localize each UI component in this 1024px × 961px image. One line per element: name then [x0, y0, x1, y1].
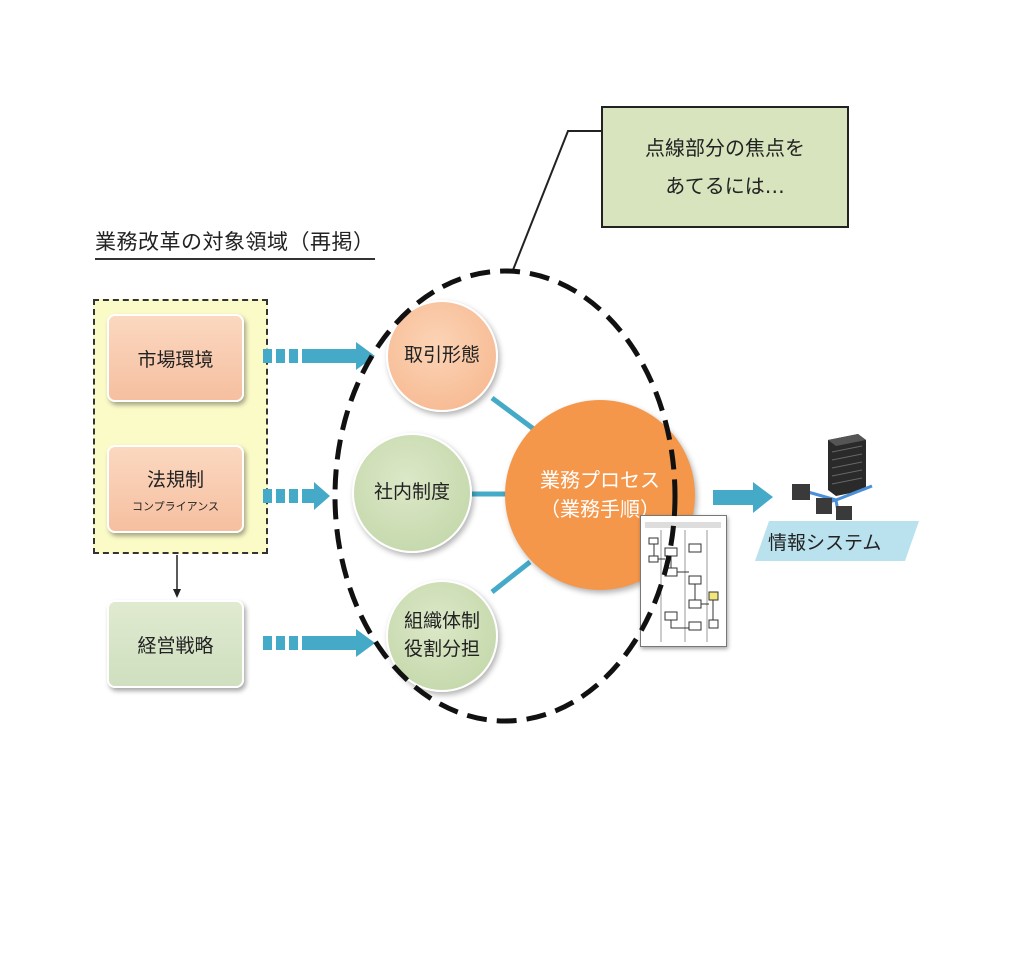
arrow-regulation: [263, 482, 330, 510]
organization-circle: 組織体制 役割分担: [386, 580, 498, 692]
system-label-band: [755, 521, 919, 561]
spoke-transaction: [490, 395, 537, 433]
compliance-label: コンプライアンス: [131, 499, 219, 513]
information-system-label: 情報システム: [768, 532, 882, 554]
flowchart-document-icon: [640, 515, 727, 647]
flowchart-thumbnail: [645, 522, 721, 642]
internal-rules-circle: 社内制度: [352, 433, 472, 553]
market-environment-box: 市場環境: [107, 314, 244, 402]
server-network-icon: [792, 434, 873, 520]
spoke-organization: [490, 560, 532, 594]
strategy-label: 経営戦略: [137, 634, 214, 657]
regulation-label: 法規制: [146, 468, 204, 491]
arrow-market: [263, 342, 375, 370]
organization-label-2: 役割分担: [403, 638, 480, 660]
callout-line-1: 点線部分の焦点を: [645, 136, 805, 160]
callout-leader: [512, 130, 601, 271]
arrow-strategy: [263, 629, 375, 657]
callout-box: 点線部分の焦点を あてるには…: [601, 106, 849, 228]
down-arrow-head: [173, 589, 181, 598]
callout-line-2: あてるには…: [665, 174, 785, 198]
organization-label-1: 組織体制: [403, 610, 480, 633]
transaction-label: 取引形態: [403, 344, 480, 367]
transaction-circle: 取引形態: [386, 300, 498, 412]
regulation-box: 法規制 コンプライアンス: [107, 445, 244, 533]
market-environment-label: 市場環境: [137, 348, 214, 371]
page-title: 業務改革の対象領域（再掲）: [95, 226, 375, 260]
business-process-label-1: 業務プロセス: [540, 468, 660, 492]
internal-rules-label: 社内制度: [373, 481, 450, 504]
arrow-system: [713, 482, 773, 513]
strategy-box: 経営戦略: [107, 600, 244, 688]
